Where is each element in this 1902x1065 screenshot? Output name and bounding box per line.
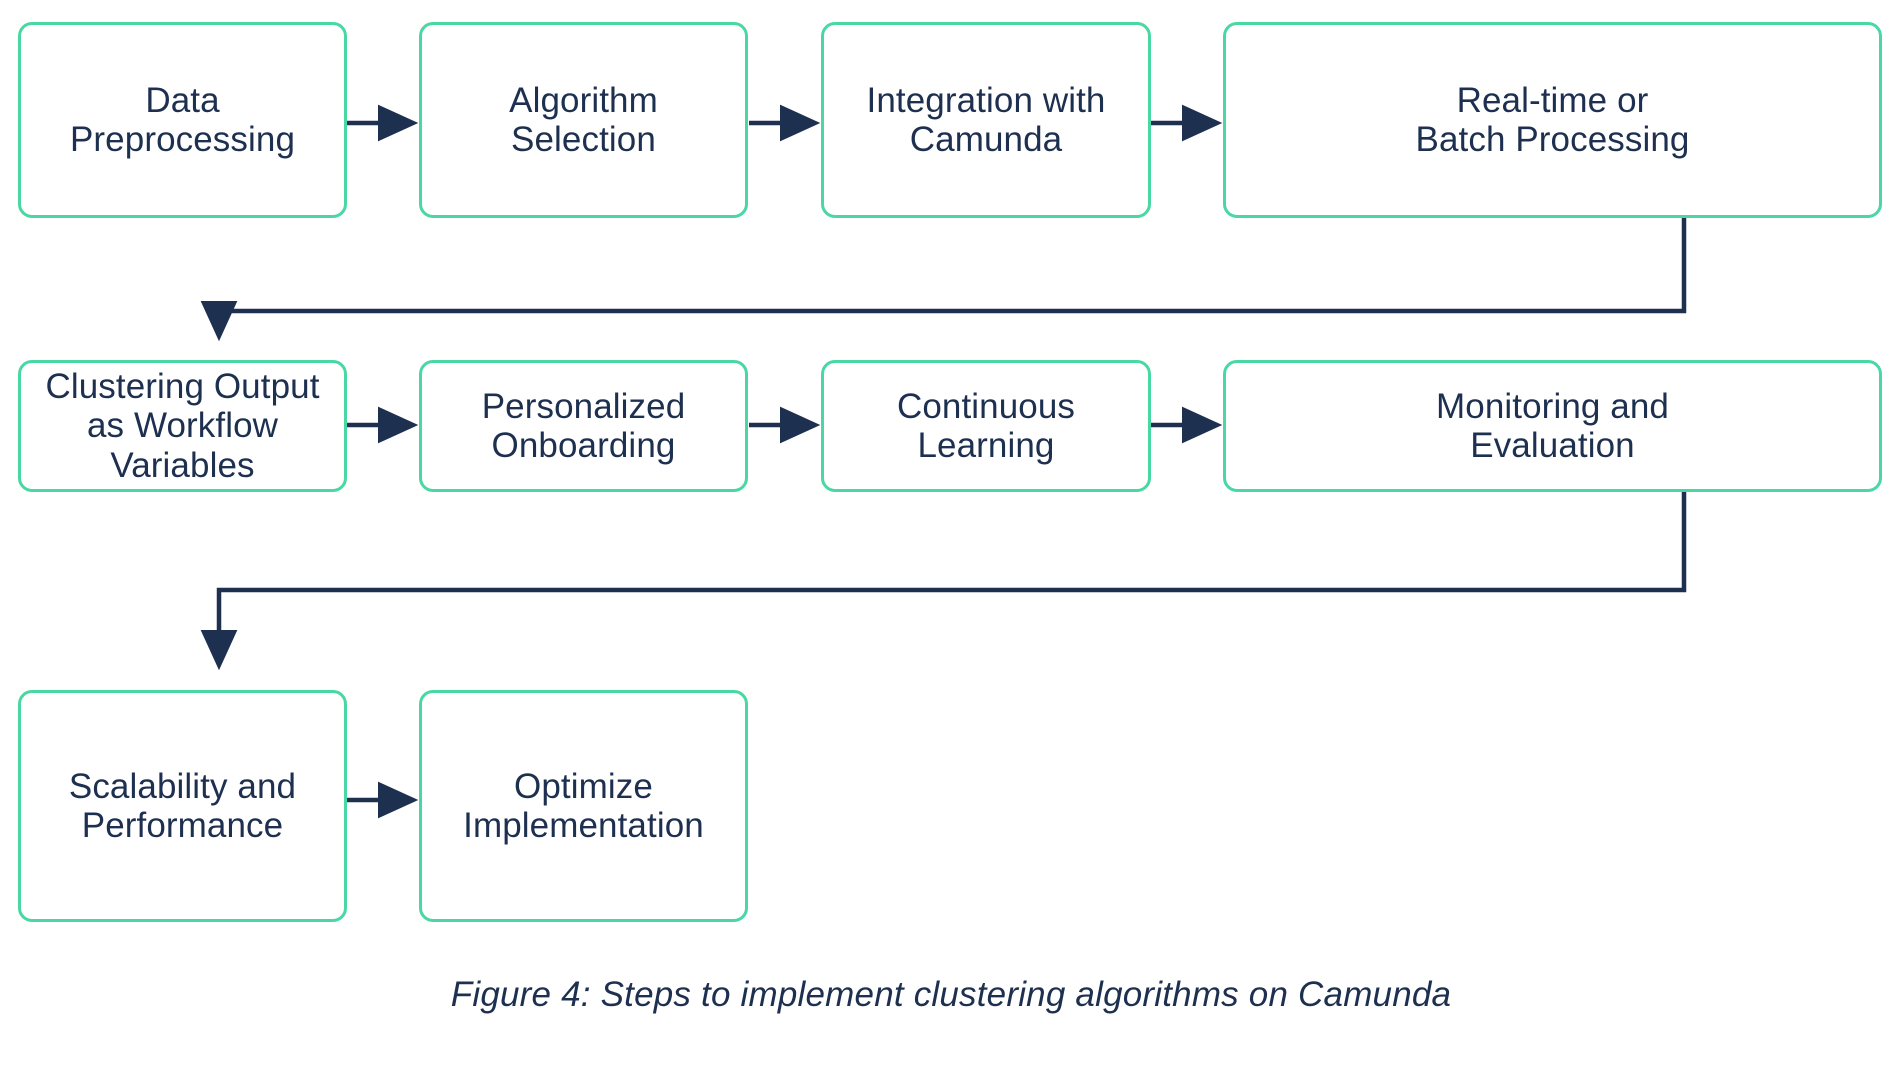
node-data-preprocessing[interactable]: Data Preprocessing [18,22,347,218]
node-integration-with-camunda[interactable]: Integration with Camunda [821,22,1151,218]
arrow-8 [200,492,1687,671]
node-continuous-learning[interactable]: Continuous Learning [821,360,1151,492]
figure-caption: Figure 4: Steps to implement clustering … [450,975,1452,1014]
node-clustering-output-as-workflow-variables[interactable]: Clustering Output as Workflow Variables [18,360,347,492]
node-monitoring-and-evaluation[interactable]: Monitoring and Evaluation [1223,360,1882,492]
arrow-4 [200,218,1687,342]
node-algorithm-selection[interactable]: Algorithm Selection [419,22,748,218]
node-label: Integration with Camunda [866,80,1106,159]
node-realtime-or-batch-processing[interactable]: Real-time or Batch Processing [1223,22,1882,218]
node-label: Scalability and Performance [68,766,297,845]
node-label: Monitoring and Evaluation [1436,386,1669,465]
node-label: Algorithm Selection [509,80,658,159]
node-label: Data Preprocessing [69,80,296,159]
node-label: Optimize Implementation [463,766,704,845]
node-personalized-onboarding[interactable]: Personalized Onboarding [419,360,748,492]
node-optimize-implementation[interactable]: Optimize Implementation [419,690,748,922]
node-label: Personalized Onboarding [481,386,686,465]
node-scalability-and-performance[interactable]: Scalability and Performance [18,690,347,922]
node-label: Continuous Learning [896,386,1076,465]
node-label: Clustering Output as Workflow Variables [45,367,320,485]
node-label: Real-time or Batch Processing [1415,80,1690,159]
